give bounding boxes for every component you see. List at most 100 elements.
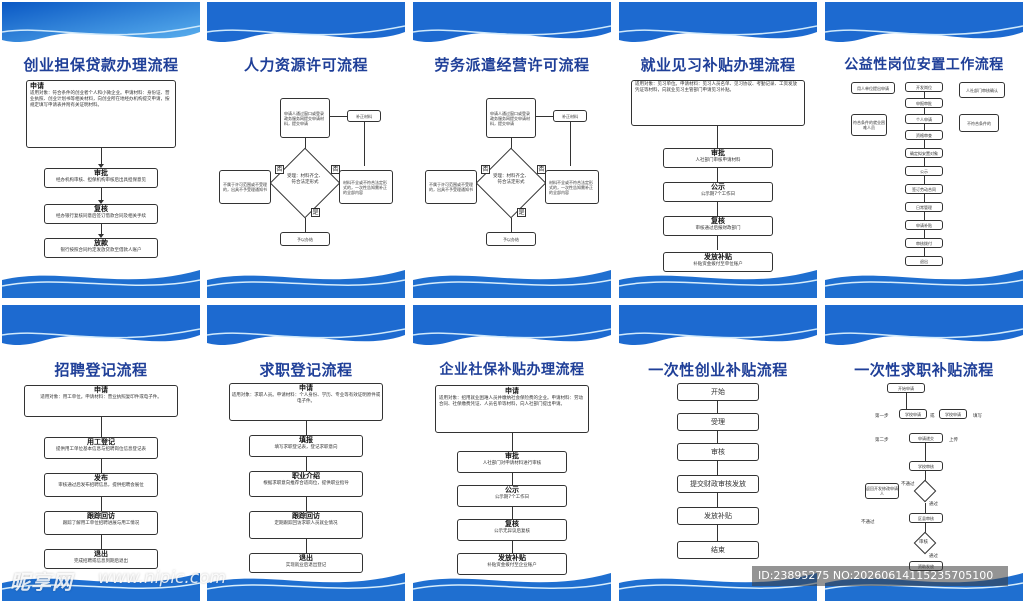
step-body: 人社部门对申请材料进行审核 xyxy=(482,461,542,466)
panel-entrepreneur-loan: 创业担保贷款办理流程 申请 适用对象：符合条件的创业者个人和小微企业。申请材料：… xyxy=(2,2,200,298)
step-head: 填报 xyxy=(299,436,313,444)
box-dept-review: 区县审核 xyxy=(909,513,943,523)
wave-decoration xyxy=(413,270,611,298)
connector xyxy=(512,541,513,553)
connector xyxy=(306,421,307,435)
wave-decoration xyxy=(413,2,611,42)
side-left-mid: 符合条件的就业困难人员 xyxy=(851,114,887,136)
connector xyxy=(536,116,553,117)
panel-public-welfare-jobs: 公益性岗位安置工作流程 用人单位提出申请 人社部门审核确认 符合条件的就业困难人… xyxy=(825,2,1023,298)
pass-label: 通过 xyxy=(929,502,938,507)
box-reject: 不属于许可范围或不受理的，出具不予受理通知书 xyxy=(219,170,271,204)
flow-start: 开始申请 xyxy=(887,383,925,393)
step-head: 申请 xyxy=(299,384,313,392)
wave-decoration xyxy=(2,2,200,42)
wave-decoration xyxy=(207,2,405,42)
arrow xyxy=(98,164,104,168)
wave-decoration xyxy=(413,573,611,601)
flow-start: 开始 xyxy=(677,383,759,401)
box-material: 补正材料 xyxy=(553,110,587,122)
flow-item: 开发岗位 xyxy=(905,82,943,92)
step-approve: 审批 人社部门审核申请材料 xyxy=(663,148,773,168)
step-loan: 放款 银行按照合同约定发放贷款至借款人账户 xyxy=(44,238,158,258)
watermark-logo-text: 昵享网 xyxy=(10,570,73,594)
connector xyxy=(511,138,512,152)
step-label: 第二步 xyxy=(875,438,889,443)
step-body: 公示无异议后复核 xyxy=(494,529,530,534)
step-apply: 申请 适用对象：招用就业困难人员并缴纳社会保险费的企业。申请材料：劳动合同、社保… xyxy=(435,385,589,433)
step-introduce: 职业介绍 根据求职意向推荐合适岗位，提供职业指导 xyxy=(249,471,363,497)
box-submit: 申请递交 xyxy=(909,433,943,443)
step-body: 公示期7个工作日 xyxy=(494,495,530,500)
flow-end: 结束 xyxy=(677,541,759,559)
step-review: 审批 经办机构审核、担保机构审核后出具担保意见 xyxy=(44,168,158,188)
step-body: 适用对象：求职人员。申请材料：个人身份、学历、专业等有效证明原件或电子件。 xyxy=(231,393,381,404)
step-body: 完成招聘或信息到期后退出 xyxy=(74,559,128,564)
wave-decoration xyxy=(619,2,817,42)
wave-decoration xyxy=(2,573,200,601)
step-body: 审核通过后发布招聘信息，提供招聘会展位 xyxy=(58,483,144,488)
step-head: 发放补贴 xyxy=(704,253,732,261)
page-title: 公益性岗位安置工作流程 xyxy=(844,57,1004,73)
box-return: 返回开发修改申请人 xyxy=(865,483,899,499)
panel-startup-subsidy: 一次性创业补贴流程 开始 受理 审核 提交财政审核发放 发放补贴 结束 xyxy=(619,305,817,601)
flow-review: 审核 xyxy=(677,443,759,461)
watermark-url: www.nipic.com xyxy=(98,568,227,588)
step-head: 审批 xyxy=(711,149,725,157)
step-head: 审批 xyxy=(505,452,519,460)
page-title: 一次性创业补贴流程 xyxy=(648,361,788,379)
connector xyxy=(512,473,513,485)
step-head: 复核 xyxy=(711,217,725,225)
connector xyxy=(101,417,102,437)
wave-decoration xyxy=(619,573,817,601)
box-fix: 材料不全或不符合法定形式的，一次性告知需补正的全部内容 xyxy=(545,170,599,204)
decision-text: 受理：材料齐全、符合法定形式 xyxy=(287,174,323,185)
step-publish: 发布 审核通过后发布招聘信息，提供招聘会展位 xyxy=(44,473,158,497)
connector xyxy=(101,535,102,549)
connector xyxy=(717,126,718,148)
tag-fix: 否 xyxy=(331,165,340,174)
flow-item: 签订劳动合同 xyxy=(905,184,943,194)
flow-item: 资格审查 xyxy=(905,130,943,140)
panel-labor-dispatch: 劳务派遣经营许可流程 申请人通过窗口或登录政务服务网提交申请材料，提交申请 补正… xyxy=(413,2,611,298)
tag-no: 否 xyxy=(481,165,490,174)
step-body: 实现就业后退出登记 xyxy=(285,563,327,568)
wave-decoration xyxy=(825,305,1023,345)
step-body: 公示期7个工作日 xyxy=(700,192,736,197)
tag-yes: 是 xyxy=(311,208,320,217)
panel-recruitment: 招聘登记流程 申请 适用对象：用工单位。申请材料：营业执照复印件或电子件。 用工… xyxy=(2,305,200,601)
box-school-apply: 学校申请 xyxy=(899,409,927,419)
step-approve: 审批 人社部门对申请材料进行审核 xyxy=(457,451,567,473)
connector xyxy=(305,138,306,152)
page-title: 就业见习补贴办理流程 xyxy=(640,56,796,74)
step-fill: 填报 填写求职登记表，登记求职意向 xyxy=(249,435,363,457)
connector xyxy=(717,202,718,216)
step-label: 第一步 xyxy=(875,414,889,419)
step-head: 复核 xyxy=(505,520,519,528)
wave-decoration xyxy=(825,270,1023,298)
step-body: 补贴资金拨付至企业账户 xyxy=(487,563,537,568)
wave-decoration xyxy=(207,270,405,298)
upload-label: 上传 xyxy=(949,438,958,443)
connector xyxy=(925,523,926,533)
box-apply: 申请人通过窗口或登录政务服务网提交申请材料，提交申请 xyxy=(486,98,536,138)
step-head: 退出 xyxy=(94,550,108,558)
intro-box: 适用对象：见习单位。申请材料：见习人员名单、见习协议、考勤记录、工资发放凭证等材… xyxy=(631,80,805,126)
box-reject: 不属于许可范围或不受理的，出具不予受理通知书 xyxy=(425,170,477,204)
tag-yes: 是 xyxy=(517,208,526,217)
step-body: 人社部门审核申请材料 xyxy=(695,158,741,163)
wave-decoration xyxy=(2,270,200,298)
step-pay: 发放补贴 补贴资金拨付至企业账户 xyxy=(457,553,567,575)
or-label: 或 xyxy=(930,414,935,419)
step-apply: 申请 适用对象：用工单位。申请材料：营业执照复印件或电子件。 xyxy=(24,385,178,417)
step-apply: 申请 适用对象：符合条件的创业者个人和小微企业。申请材料：身份证、营业执照、创业… xyxy=(26,80,176,148)
main-spine xyxy=(924,90,925,266)
page-title: 招聘登记流程 xyxy=(54,361,148,379)
step-head: 职业介绍 xyxy=(292,472,320,480)
tag-no: 否 xyxy=(275,165,284,174)
step-followup: 跟踪回访 定期跟踪回访求职人员就业情况 xyxy=(249,511,363,539)
step-apply: 申请 适用对象：求职人员。申请材料：个人身份、学历、专业等有效证明原件或电子件。 xyxy=(229,383,383,421)
step-head: 用工登记 xyxy=(87,438,115,446)
step-body: 适用对象：招用就业困难人员并缴纳社会保险费的企业。申请材料：劳动合同、社保缴费凭… xyxy=(439,396,583,407)
page-title: 求职登记流程 xyxy=(259,361,353,379)
